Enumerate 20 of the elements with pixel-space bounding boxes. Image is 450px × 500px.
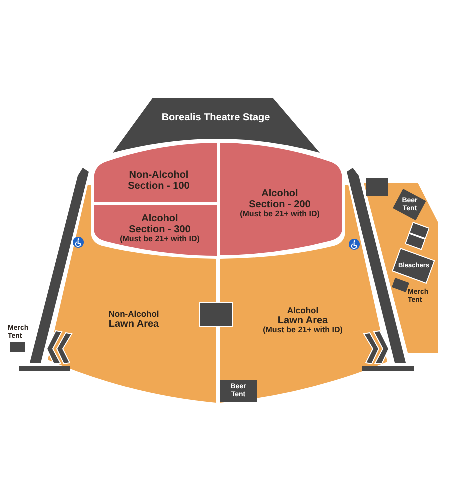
age-note: (Must be 21+ with ID) bbox=[263, 326, 343, 336]
section-label: Alcohol Section - 300 bbox=[129, 214, 191, 236]
tent-block bbox=[392, 278, 410, 292]
tent-block bbox=[220, 380, 257, 402]
stage-block bbox=[113, 98, 320, 154]
age-note: (Must be 21+ with ID) bbox=[240, 210, 320, 220]
age-note: (Must be 21+ with ID) bbox=[120, 236, 200, 244]
lawn-label: Lawn Area bbox=[108, 319, 160, 330]
lawn-label: Non-Alcohol bbox=[108, 310, 160, 320]
seating-section bbox=[220, 143, 342, 257]
lawn-label: Lawn Area bbox=[278, 316, 328, 327]
seating-section bbox=[94, 143, 216, 202]
structure-block bbox=[404, 233, 426, 251]
section-label: Non-Alcohol Section - 100 bbox=[127, 170, 191, 192]
booth-block bbox=[199, 302, 233, 327]
stage-label: Borealis Theatre Stage bbox=[162, 112, 270, 124]
structure-block bbox=[366, 178, 388, 196]
section-label: Alcohol Section - 200 bbox=[249, 188, 311, 211]
tent-block bbox=[10, 342, 25, 352]
lawn-label: Alcohol bbox=[287, 306, 319, 316]
